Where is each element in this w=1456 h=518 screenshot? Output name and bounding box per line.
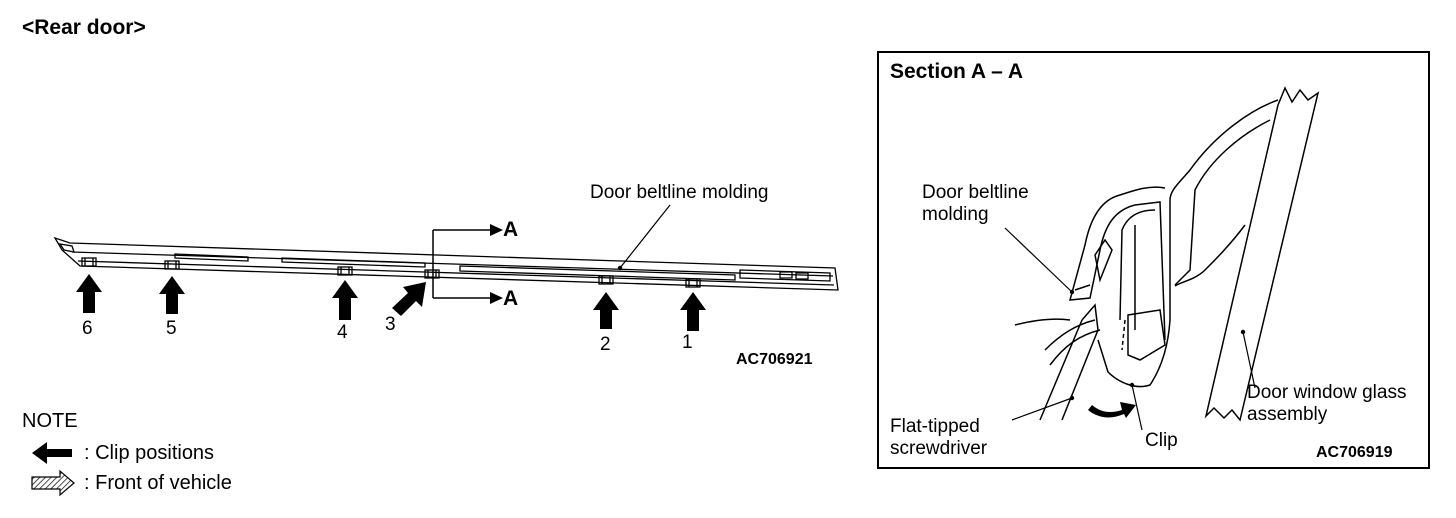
note-clip-positions: : Clip positions: [84, 442, 215, 464]
clip-number-6: 6: [82, 318, 93, 339]
molding-slot: [281, 257, 426, 268]
screwdriver-leader: [1011, 397, 1073, 421]
molding-label: Door beltline molding: [590, 182, 769, 203]
section-clip-label: Clip: [1145, 430, 1178, 451]
section-arrowhead-top: [490, 224, 503, 236]
clip-arrow-3: [392, 282, 426, 316]
clip-shape: [1127, 309, 1166, 361]
clip-4: [337, 266, 353, 276]
clip-arrow-5: [159, 276, 185, 314]
clip-number-2: 2: [600, 334, 611, 355]
section-title: Section A – A: [890, 60, 1024, 83]
molding-slot: [174, 253, 249, 262]
clip-3: [424, 269, 440, 279]
molding-slot: [459, 265, 736, 281]
section-molding-label: Door beltline molding: [922, 182, 1029, 225]
hatched-arrow-icon: [31, 469, 75, 497]
molding-profile: [1068, 186, 1166, 341]
door-return: [1174, 224, 1246, 287]
clip-arrow-6: [76, 274, 102, 313]
clip-2: [598, 275, 614, 285]
screwdriver-shaft: [1039, 319, 1099, 421]
note-heading: NOTE: [22, 410, 78, 432]
section-arrowhead-bottom: [490, 292, 503, 304]
molding-end-mark: [779, 271, 809, 280]
clip-hidden-line: [1121, 319, 1126, 351]
molding-leader: [619, 204, 671, 269]
left-figure-code: AC706921: [736, 351, 813, 368]
clip-arrow-1: [680, 292, 706, 331]
note-icons: [31, 442, 75, 497]
page-title: <Rear door>: [22, 16, 146, 39]
clip-5: [164, 260, 180, 270]
section-marker-top: A: [503, 218, 519, 241]
note-front-of-vehicle: : Front of vehicle: [84, 472, 232, 494]
glass-leader: [1242, 331, 1256, 389]
clip-number-4: 4: [337, 322, 348, 343]
molding-end-slot: [739, 269, 831, 282]
section-figure-code: AC706919: [1316, 444, 1393, 461]
clip-number-3: 3: [385, 314, 396, 335]
molding-leader: [1004, 227, 1073, 293]
seal-left: [1014, 318, 1071, 326]
molding-inner-line: [71, 251, 834, 277]
section-glass-label: Door window glass assembly: [1247, 382, 1407, 425]
molding-lower-line: [77, 260, 835, 286]
door-outer-skin: [1097, 99, 1279, 388]
door-inner-flange: [1174, 119, 1271, 286]
molding-outline: [53, 236, 839, 291]
section-marker-bottom: A: [503, 287, 519, 310]
clip-arrow-2: [593, 292, 619, 329]
weatherstrip: [1044, 319, 1101, 366]
section-screwdriver-label: Flat-tipped screwdriver: [890, 416, 988, 459]
clip-6: [81, 257, 97, 267]
clip-number-5: 5: [166, 318, 177, 339]
solid-arrow-icon: [32, 442, 72, 464]
molding-lip: [1074, 238, 1113, 291]
molding-inner: [1119, 209, 1156, 330]
section-panel: [877, 51, 1430, 469]
clip-number-1: 1: [682, 332, 693, 353]
screwdriver-tip: [1081, 303, 1099, 331]
clip-1: [685, 278, 701, 288]
clip-arrow-4: [332, 280, 358, 320]
clip-leader: [1131, 384, 1143, 431]
molding-front-tip: [58, 243, 75, 253]
glass-panel: [1204, 86, 1320, 422]
pry-direction-arrow: [1088, 402, 1136, 418]
